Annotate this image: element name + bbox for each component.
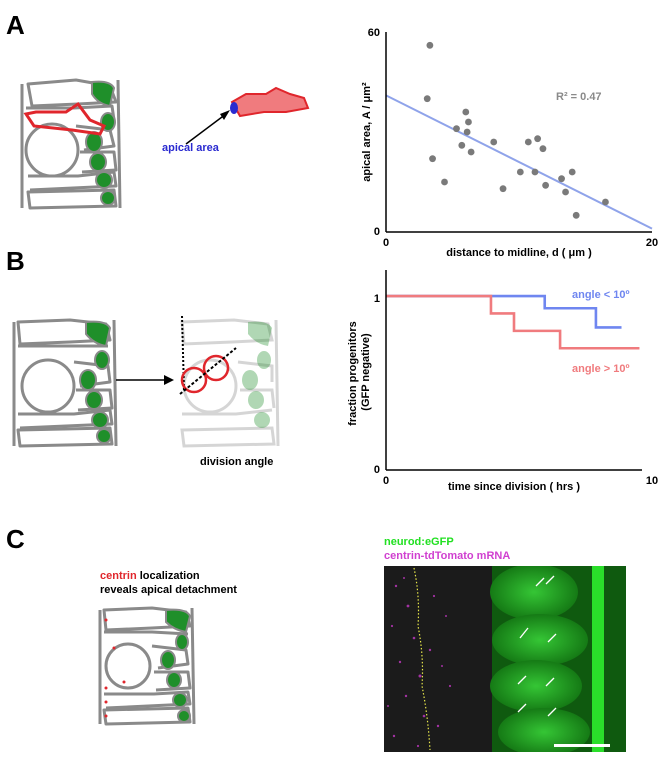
scatter-x-tick-right: 20 (646, 237, 658, 249)
apical-area-arrowhead (220, 110, 230, 120)
scatter-point-2 (429, 155, 436, 163)
fluorescence-micrograph (384, 566, 626, 752)
scatter-point-21 (572, 211, 580, 219)
centrin-caption-line2: reveals apical detachment (100, 584, 237, 596)
scatter-point-16 (539, 145, 547, 153)
centrin-word: centrin (100, 570, 137, 582)
scatter-point-15 (534, 135, 542, 143)
legend-angle-small: angle < 10º (572, 289, 630, 301)
step-y-label-line1: fraction progenitors (347, 321, 359, 426)
apical-reference-line (181, 315, 185, 391)
scatter-point-9 (467, 148, 475, 156)
scatter-point-18 (558, 175, 565, 183)
apical-midline-trace (413, 567, 431, 751)
epithelium-sketch-b (12, 318, 118, 448)
scatter-y-tick-bottom: 0 (374, 226, 380, 238)
panel-b-schematic (12, 315, 280, 448)
caption-rest: localization (136, 570, 200, 582)
step-y-label: fraction progenitors (GFP negative) (347, 318, 372, 426)
scatter-point-7 (465, 118, 472, 126)
scatter-point-14 (531, 168, 539, 176)
apical-area-label: apical area (162, 142, 219, 154)
neurod-label: neurod:eGFP (384, 536, 454, 548)
scatter-chart: 60 0 0 20 distance to midline, d ( μm ) … (361, 27, 658, 259)
green-nuclei-c (160, 608, 192, 723)
step-series-1 (386, 294, 640, 350)
scatter-trendline (385, 94, 653, 230)
isolated-cell (230, 86, 310, 118)
centrin-tdtomato-label: centrin-tdTomato mRNA (384, 550, 511, 562)
panel-a-schematic (20, 78, 310, 210)
scatter-r2-annotation: R² = 0.47 (556, 91, 602, 103)
apical-area-marker (230, 102, 238, 114)
step-series-0 (386, 294, 622, 329)
scatter-point-11 (499, 185, 507, 193)
highlighted-cell-outline (23, 101, 107, 136)
step-chart: 1 0 0 10 time since division ( hrs ) fra… (347, 270, 658, 493)
scatter-point-3 (441, 178, 448, 186)
scatter-y-label: apical area, A / μm² (361, 82, 373, 182)
scatter-point-17 (542, 181, 549, 189)
step-y-tick-top: 1 (374, 293, 380, 305)
green-nuclei-b (79, 320, 112, 444)
scatter-x-tick-left: 0 (383, 237, 389, 249)
green-nuclei-a (85, 80, 116, 206)
scatter-y-tick-top: 60 (368, 27, 380, 39)
centrin-dots (104, 618, 126, 718)
step-x-label: time since division ( hrs ) (448, 481, 580, 493)
division-axis-line (179, 347, 237, 395)
panel-letter-b: B (6, 246, 25, 276)
magenta-speckles (387, 577, 452, 748)
panel-c-schematic (98, 606, 196, 726)
step-x-tick-right: 10 (646, 475, 658, 487)
scatter-point-4 (453, 125, 460, 133)
step-x-tick-left: 0 (383, 475, 389, 487)
centrin-caption-line1: centrin localization (100, 570, 200, 582)
scatter-point-0 (426, 41, 434, 49)
panel-letter-c: C (6, 524, 25, 554)
panel-letter-a: A (6, 10, 25, 40)
faded-nuclei (242, 321, 272, 428)
apical-area-arrow (185, 113, 227, 145)
step-y-label-line2: (GFP negative) (360, 333, 372, 411)
scatter-x-label: distance to midline, d ( μm ) (446, 247, 592, 259)
step-y-tick-bottom: 0 (374, 464, 380, 476)
scatter-point-12 (516, 168, 524, 176)
transition-arrowhead (164, 375, 174, 385)
scatter-point-13 (524, 138, 532, 146)
legend-angle-large: angle > 10º (572, 363, 630, 375)
centrosome-arrows (517, 575, 557, 717)
daughter-cell-1 (180, 366, 208, 394)
scatter-point-5 (458, 141, 466, 149)
scatter-point-1 (423, 95, 431, 103)
scatter-point-6 (462, 108, 470, 116)
division-angle-label: division angle (200, 456, 274, 468)
scale-bar (554, 744, 610, 747)
scatter-point-10 (490, 138, 498, 146)
gfp-cells (490, 566, 626, 752)
daughter-cell-2 (202, 354, 230, 382)
scatter-point-20 (568, 168, 576, 176)
scatter-point-19 (562, 188, 569, 196)
scatter-point-22 (602, 198, 609, 206)
scatter-point-8 (463, 128, 471, 136)
